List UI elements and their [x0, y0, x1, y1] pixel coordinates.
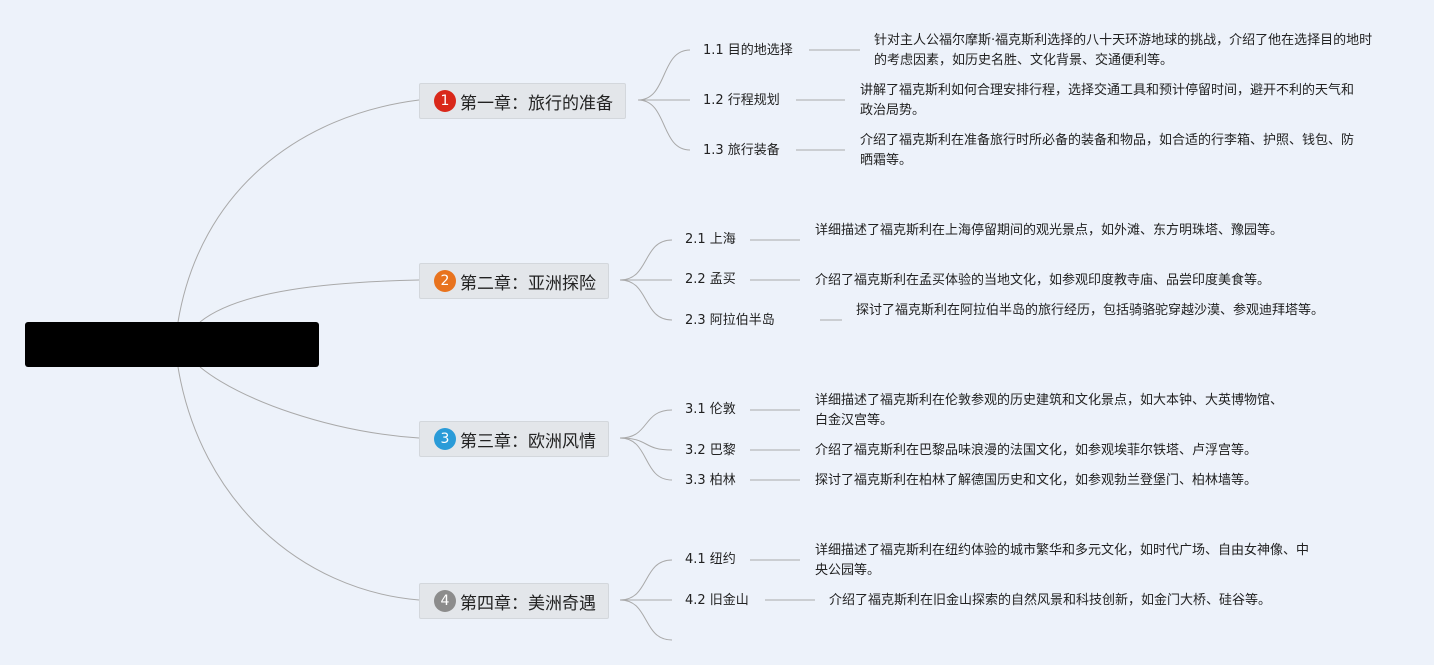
section-desc-3-2: 介绍了福克斯利在巴黎品味浪漫的法国文化，如参观埃菲尔铁塔、卢浮宫等。 — [815, 443, 1258, 458]
chapter-number-badge: 1 — [434, 90, 456, 112]
chapter-number-badge: 2 — [434, 270, 456, 292]
section-desc-2-2: 介绍了福克斯利在孟买体验的当地文化，如参观印度教寺庙、品尝印度美食等。 — [815, 273, 1271, 288]
connector-chapter-3-section-1 — [619, 409, 673, 439]
section-node-1-3[interactable]: 1.3 旅行装备 — [703, 143, 780, 158]
section-desc-1-3: 介绍了福克斯利在准备旅行时所必备的装备和物品，如合适的行李箱、护照、钱包、防晒霜… — [860, 133, 1355, 168]
section-desc-2-1: 详细描述了福克斯利在上海停留期间的观光景点，如外滩、东方明珠塔、豫园等。 — [815, 223, 1284, 238]
section-node-2-3[interactable]: 2.3 阿拉伯半岛 — [685, 313, 775, 328]
section-node-3-2[interactable]: 3.2 巴黎 — [685, 443, 736, 458]
root-node[interactable] — [25, 322, 319, 367]
connector-chapter-2-section-3 — [619, 279, 673, 321]
section-node-4-2[interactable]: 4.2 旧金山 — [685, 593, 749, 608]
section-node-3-1[interactable]: 3.1 伦敦 — [685, 402, 736, 417]
section-node-4-1[interactable]: 4.1 纽约 — [685, 552, 736, 567]
section-desc-3-3: 探讨了福克斯利在柏林了解德国历史和文化，如参观勃兰登堡门、柏林墙等。 — [815, 473, 1258, 488]
connector-chapter-1-section-1 — [637, 49, 691, 101]
connector-root-chapter-2 — [199, 279, 420, 323]
connector-chapter-4-section-3 — [619, 599, 673, 641]
section-desc-3-1: 详细描述了福克斯利在伦敦参观的历史建筑和文化景点，如大本钟、大英博物馆、白金汉宫… — [815, 393, 1284, 428]
chapter-node-2[interactable]: 2 第二章：亚洲探险 — [419, 263, 609, 299]
chapter-node-1[interactable]: 1 第一章：旅行的准备 — [419, 83, 626, 119]
section-node-1-2[interactable]: 1.2 行程规划 — [703, 93, 780, 108]
chapter-title: 第二章：亚洲探险 — [460, 273, 596, 294]
connector-chapter-4-section-1 — [619, 559, 673, 601]
chapter-number-badge: 4 — [434, 590, 456, 612]
section-node-2-1[interactable]: 2.1 上海 — [685, 232, 736, 247]
connector-chapter-3-section-3 — [619, 437, 673, 481]
section-desc-4-2: 介绍了福克斯利在旧金山探索的自然风景和科技创新，如金门大桥、硅谷等。 — [829, 593, 1272, 608]
chapter-title: 第四章：美洲奇遇 — [460, 593, 596, 614]
chapter-number-badge: 3 — [434, 428, 456, 450]
chapter-node-4[interactable]: 4 第四章：美洲奇遇 — [419, 583, 609, 619]
connector-chapter-1-section-3 — [637, 99, 691, 151]
connector-root-chapter-4 — [177, 366, 420, 601]
connector-root-chapter-1 — [177, 99, 420, 323]
section-node-3-3[interactable]: 3.3 柏林 — [685, 473, 736, 488]
section-desc-1-1: 针对主人公福尔摩斯·福克斯利选择的八十天环游地球的挑战，介绍了他在选择目的地时的… — [874, 33, 1373, 68]
section-node-1-1[interactable]: 1.1 目的地选择 — [703, 43, 793, 58]
connector-chapter-2-section-1 — [619, 239, 673, 281]
section-desc-1-2: 讲解了福克斯利如何合理安排行程，选择交通工具和预计停留时间，避开不利的天气和政治… — [860, 83, 1355, 118]
chapter-title: 第一章：旅行的准备 — [460, 93, 613, 114]
section-desc-2-3: 探讨了福克斯利在阿拉伯半岛的旅行经历，包括骑骆驼穿越沙漠、参观迪拜塔等。 — [856, 303, 1325, 318]
connector-chapter-3-section-2 — [619, 437, 673, 451]
connector-root-chapter-3 — [199, 366, 420, 439]
chapter-title: 第三章：欧洲风情 — [460, 431, 596, 452]
section-desc-4-1: 详细描述了福克斯利在纽约体验的城市繁华和多元文化，如时代广场、自由女神像、中央公… — [815, 543, 1310, 578]
section-node-2-2[interactable]: 2.2 孟买 — [685, 272, 736, 287]
chapter-node-3[interactable]: 3 第三章：欧洲风情 — [419, 421, 609, 457]
